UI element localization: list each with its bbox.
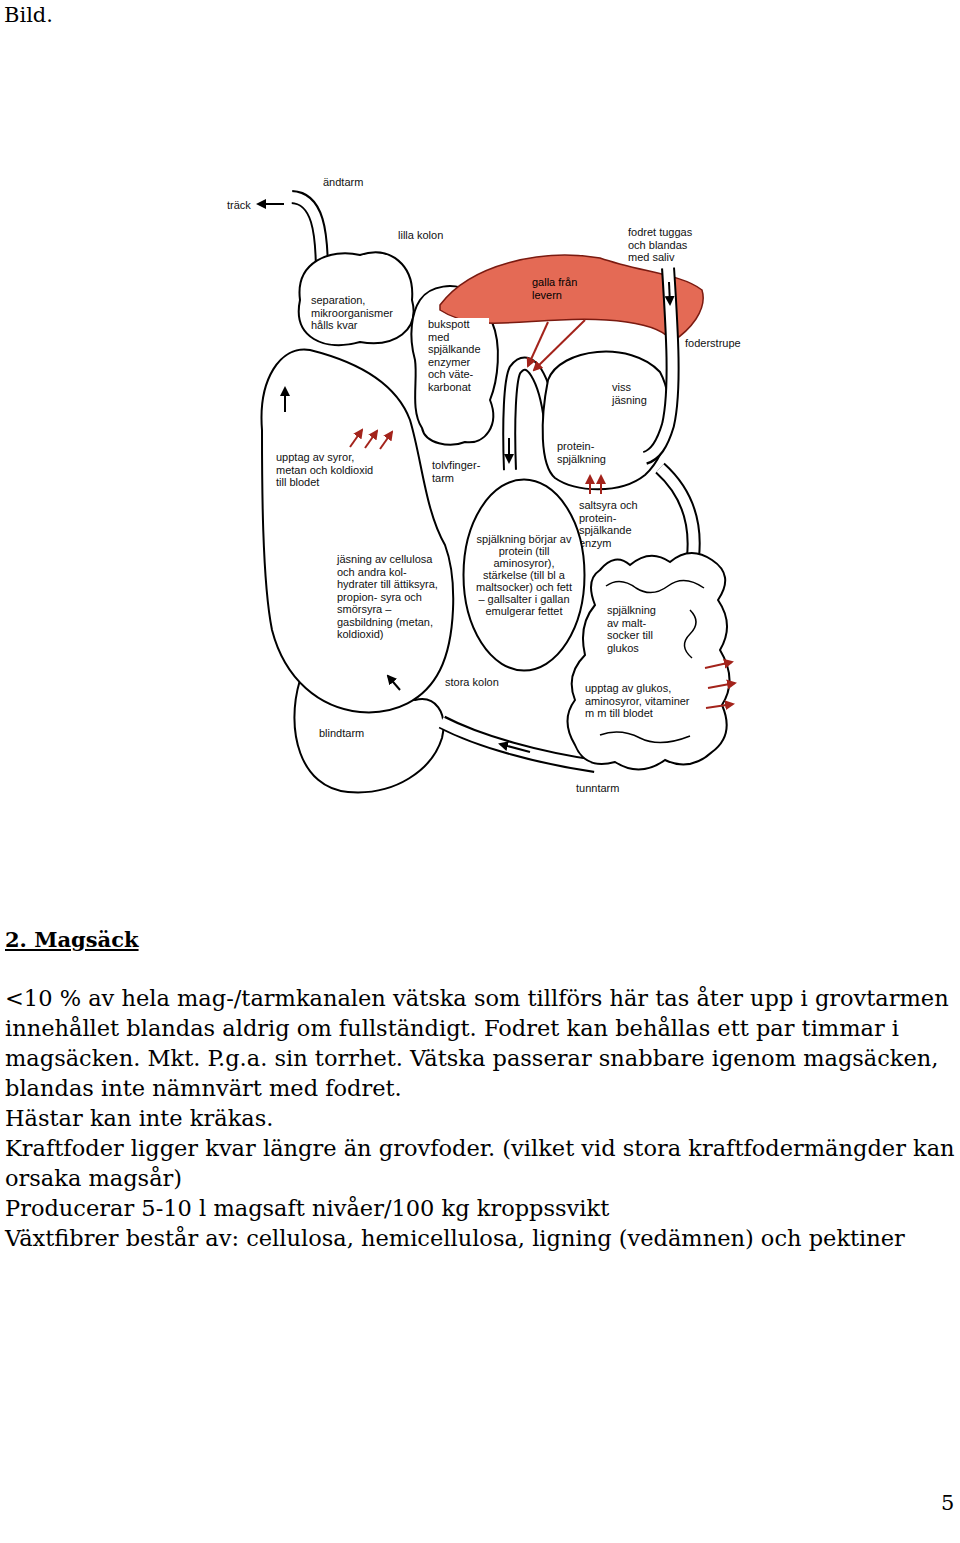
process-note: protein- spjälkning — [556, 440, 618, 465]
body-paragraph: Producerar 5-10 l magsaft nivåer/100 kg … — [5, 1193, 955, 1223]
part-name: tolvfinger- tarm — [431, 459, 495, 484]
process-note: upptag av syror, metan och koldioxid til… — [275, 451, 381, 489]
flow-arrow — [508, 438, 510, 462]
part-name: tunntarm — [575, 782, 620, 795]
bile-arrow — [534, 320, 585, 370]
text-column: <10 % av hela mag-/tarmkanalen vätska so… — [5, 983, 955, 1253]
process-note: fodret tuggas och blandas med saliv — [627, 226, 705, 264]
flow-arrow — [669, 282, 670, 304]
part-name: foderstrupe — [684, 337, 742, 350]
secretion-arrow — [600, 476, 602, 494]
secretion-arrow — [589, 476, 591, 494]
absorption-arrow — [706, 704, 733, 708]
stomach — [543, 352, 669, 490]
process-note: separation, mikroorganismer hålls kvar — [310, 294, 400, 332]
tube-wall — [645, 268, 673, 458]
process-oval: spjälkning börjar av protein (till amino… — [462, 478, 586, 672]
absorption-arrow — [365, 431, 377, 448]
process-note: galla från levern — [531, 276, 593, 301]
body-paragraph: <10 % av hela mag-/tarmkanalen vätska so… — [5, 983, 955, 1103]
intestine-fold — [684, 610, 696, 658]
process-note: spjälkning av malt- socker till glukos — [606, 604, 666, 654]
flow-arrow — [258, 203, 284, 205]
body-paragraph: Hästar kan inte kräkas. — [5, 1103, 955, 1133]
section-heading: 2. Magsäck — [5, 927, 139, 953]
flow-arrow — [388, 676, 400, 690]
esophagus-tube — [644, 267, 673, 458]
small-intestine — [568, 553, 730, 770]
intestine-fold — [606, 580, 704, 592]
small-colon — [299, 252, 414, 345]
part-name: lilla kolon — [397, 229, 444, 242]
flow-arrow — [500, 744, 530, 752]
absorption-arrow — [708, 683, 735, 688]
tube-lumen — [644, 267, 673, 458]
intestine-fold — [600, 732, 690, 742]
process-note: upptag av glukos, aminosyror, vitaminer … — [584, 682, 698, 720]
absorption-arrow — [380, 432, 392, 449]
body-paragraph: Kraftfoder ligger kvar längre än grovfod… — [5, 1133, 955, 1193]
process-note: viss jäsning — [611, 381, 657, 406]
part-name: ändtarm — [322, 176, 364, 189]
process-note: jäsning av cellulosa och andra kol- hydr… — [336, 553, 442, 641]
body-paragraph: Växtfibrer består av: cellulosa, hemicel… — [5, 1223, 955, 1253]
oval-text: spjälkning börjar av protein (till amino… — [475, 533, 573, 617]
part-name: träck — [226, 199, 252, 212]
page-word: Bild. — [3, 2, 54, 28]
oval-shape — [464, 480, 585, 671]
flow-arrow — [284, 388, 286, 412]
process-note: saltsyra och protein- spjälkande enzym — [578, 499, 650, 549]
absorption-arrow — [705, 662, 732, 668]
process-note: bukspott med spjälkande enzymer och väte… — [427, 318, 489, 393]
absorption-arrow — [350, 430, 362, 447]
part-name: stora kolon — [444, 676, 500, 689]
part-name: blindtarm — [318, 727, 365, 740]
page-number: 5 — [940, 1490, 955, 1516]
